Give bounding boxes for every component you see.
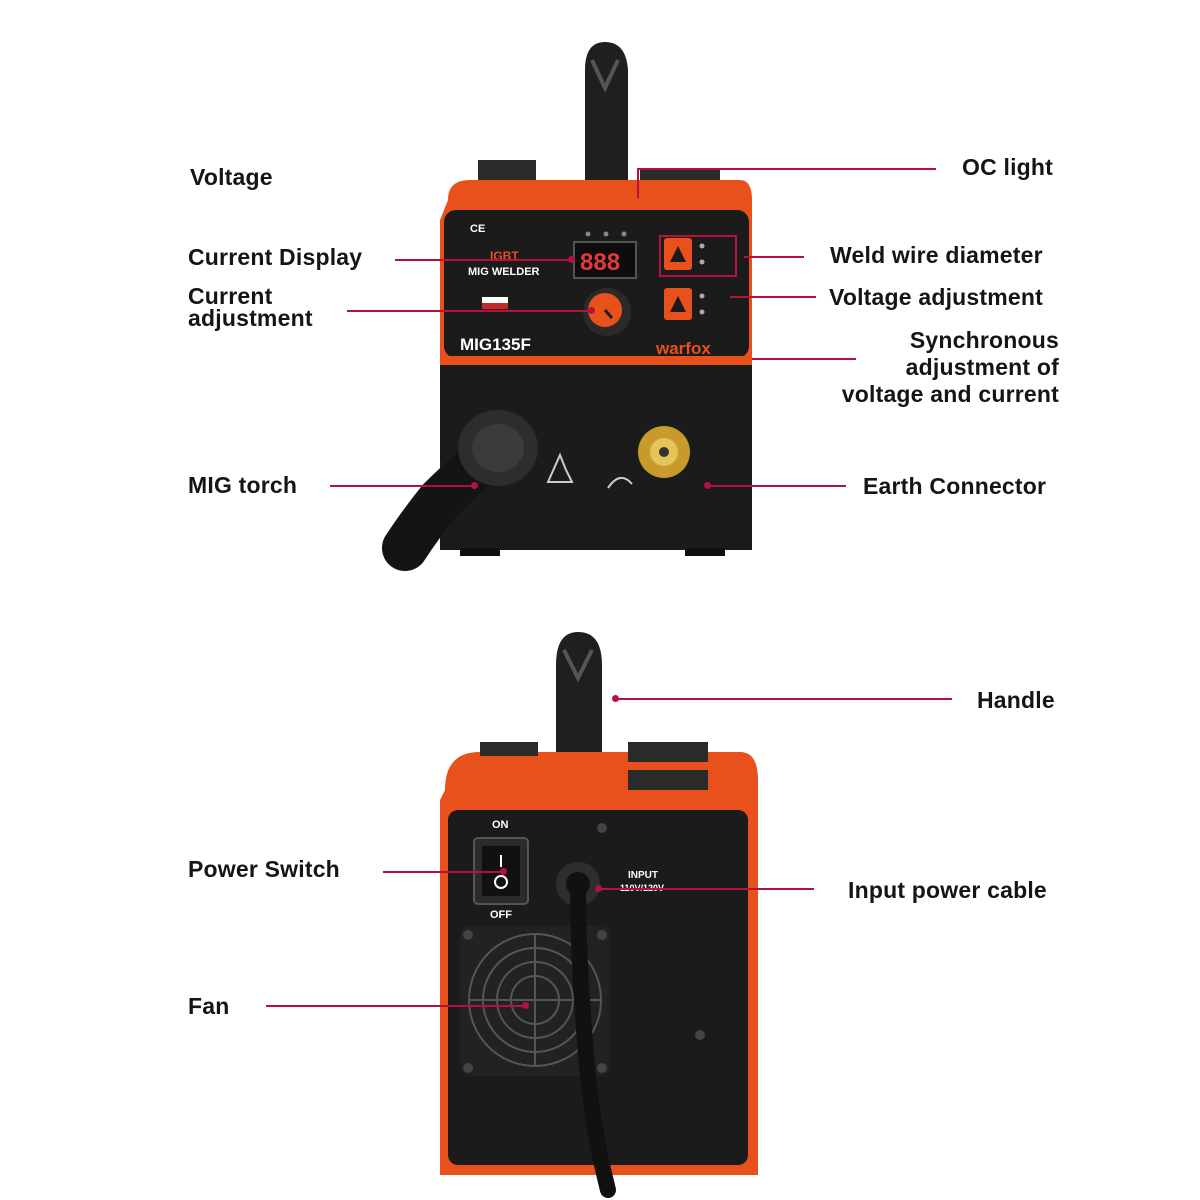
back-handle xyxy=(556,632,602,770)
switch-on-text: ON xyxy=(492,819,509,831)
front-view: CE IGBT MIG WELDER 888 MIG135F warfox xyxy=(382,42,752,571)
leader-current-display-dot xyxy=(568,256,575,263)
badge-bottom: MIG WELDER xyxy=(468,266,540,278)
leader-mig-torch xyxy=(330,485,473,487)
leader-current-adjustment xyxy=(347,310,590,312)
brand-logo: warfox xyxy=(655,339,711,358)
leader-power-switch-dot xyxy=(500,868,507,875)
label-oc-light: OC light xyxy=(962,154,1054,180)
label-earth-connector: Earth Connector xyxy=(863,473,1047,499)
input-label-line1: INPUT xyxy=(628,870,658,881)
label-weld-wire-diameter: Weld wire diameter xyxy=(830,242,1043,268)
leader-weld-wire-diameter xyxy=(744,256,804,258)
label-synchronous-adjustment: Synchronous adjustment of voltage and cu… xyxy=(841,327,1059,407)
back-view: ON OFF INPUT 110V/120V xyxy=(440,632,758,1198)
leader-handle xyxy=(616,698,952,700)
model-name: MIG135F xyxy=(460,335,531,354)
leader-input-power-cable xyxy=(598,888,814,890)
leader-earth-connector xyxy=(708,485,846,487)
leader-current-display xyxy=(395,259,570,261)
display-digits: 888 xyxy=(580,249,620,276)
label-voltage: Voltage xyxy=(190,164,273,190)
leader-fan xyxy=(266,1005,524,1007)
label-input-power-cable: Input power cable xyxy=(848,877,1047,903)
oc-light-led xyxy=(621,231,627,237)
leader-mig-torch-dot xyxy=(471,482,478,489)
front-handle xyxy=(585,42,628,190)
top-clamp-left xyxy=(478,160,536,180)
label-power-switch: Power Switch xyxy=(188,856,340,882)
leader-current-adjustment-dot xyxy=(588,307,595,314)
leader-fan-dot xyxy=(522,1002,529,1009)
label-handle: Handle xyxy=(977,687,1055,713)
leader-voltage-adjustment xyxy=(730,296,816,298)
switch-off-text: OFF xyxy=(490,909,512,921)
leader-input-power-cable-dot xyxy=(595,885,602,892)
leader-handle-dot xyxy=(612,695,619,702)
label-fan: Fan xyxy=(188,993,230,1019)
leader-synchronous-adjustment xyxy=(752,358,856,360)
label-current-display: Current Display xyxy=(188,244,363,270)
label-voltage-adjustment: Voltage adjustment xyxy=(829,284,1044,310)
leader-earth-connector-dot xyxy=(704,482,711,489)
leader-oc-light-drop xyxy=(637,168,639,198)
label-current-adjustment: Current adjustment xyxy=(188,283,313,331)
back-top-clamp xyxy=(628,742,708,762)
cert-mark: CE xyxy=(470,223,485,235)
leader-power-switch xyxy=(383,871,503,873)
label-mig-torch: MIG torch xyxy=(188,472,298,498)
leader-oc-light xyxy=(638,168,936,170)
input-power-cable xyxy=(570,876,616,1198)
